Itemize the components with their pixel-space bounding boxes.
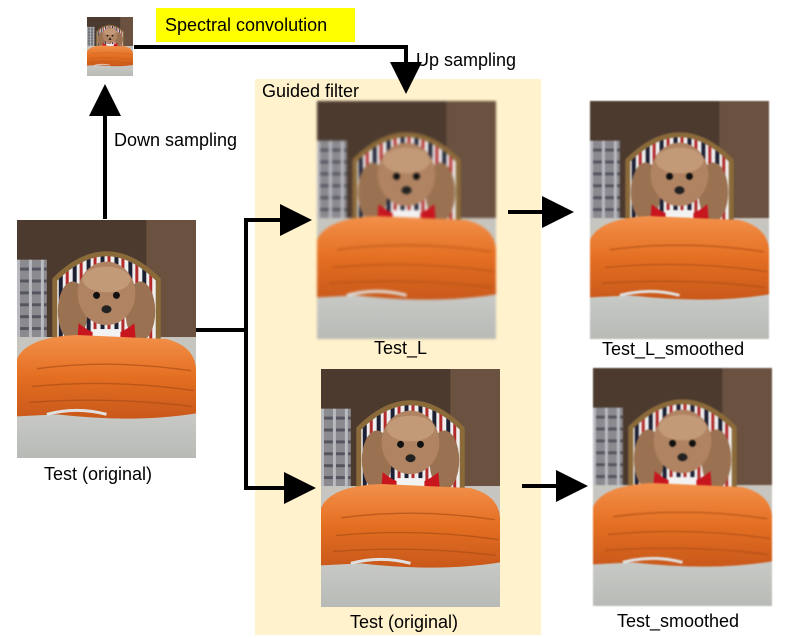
test-original-photo-left xyxy=(17,220,196,458)
test-l-smoothed-caption: Test_L_smoothed xyxy=(602,339,745,359)
test-l-caption: Test_L xyxy=(374,338,428,358)
test-original-center-caption: Test (original) xyxy=(350,612,459,632)
test-original-photo-center xyxy=(321,369,500,607)
test-l-photo xyxy=(317,101,496,339)
test-smoothed-caption: Test_smoothed xyxy=(617,611,740,631)
guided-filter-label: Guided filter xyxy=(262,81,360,101)
test-smoothed-photo xyxy=(593,368,772,606)
branch-to-test-l-arrow xyxy=(244,204,312,330)
down-sampling-label: Down sampling xyxy=(114,130,238,150)
up-sampling-label: Up sampling xyxy=(416,50,517,70)
test-l-smoothed-photo xyxy=(590,101,769,339)
branch-to-test-original-arrow xyxy=(244,330,316,504)
spectral-convolution-label: Spectral convolution xyxy=(156,8,355,42)
downsampled-thumbnail-photo xyxy=(87,17,133,76)
test-original-left-caption: Test (original) xyxy=(44,464,153,484)
up-sampling-arrow xyxy=(134,45,422,94)
